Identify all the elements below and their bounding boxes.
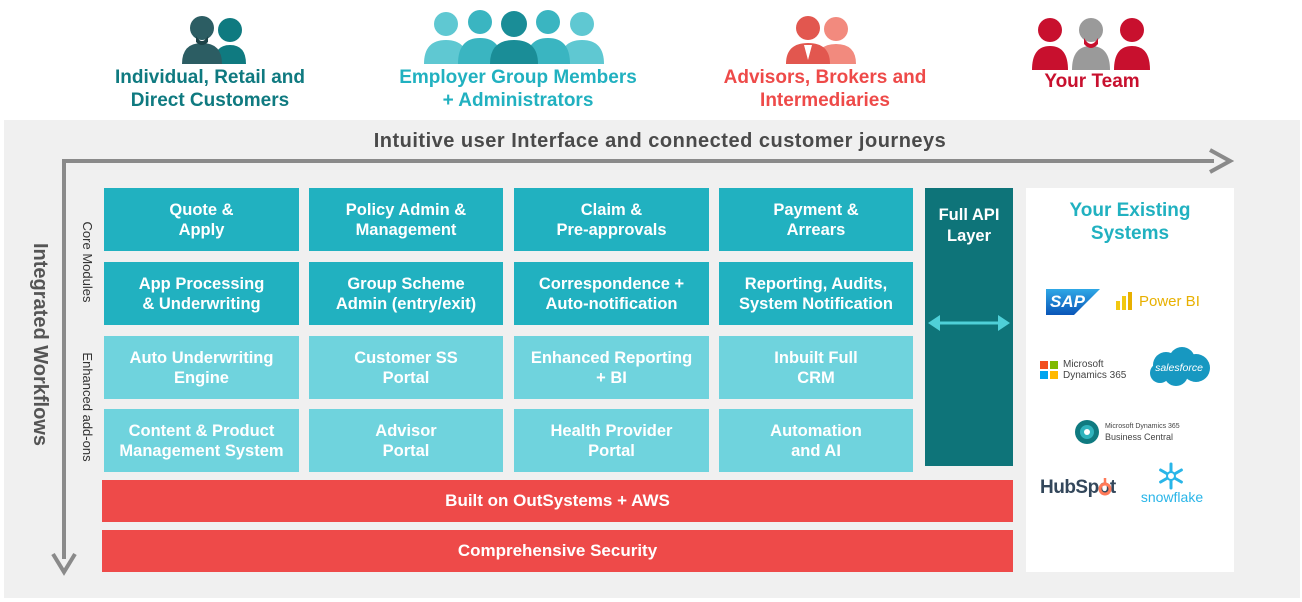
enhanced-addons-label: Enhanced add-ons xyxy=(80,352,95,462)
module-quote-apply: Quote & Apply xyxy=(104,188,299,251)
persona-advisors-label: Advisors, Brokers and Intermediaries xyxy=(723,67,927,111)
powerbi-logo: Power BI xyxy=(1114,290,1224,312)
persona-employer-label: Employer Group Members + Administrators xyxy=(399,67,637,111)
powerbi-text: Power BI xyxy=(1139,292,1200,310)
powerbi-icon xyxy=(1116,292,1132,310)
existing-systems-title: Your Existing Systems xyxy=(1069,200,1191,244)
business-central-icon xyxy=(1075,420,1099,444)
arrow-right-icon xyxy=(1209,148,1234,174)
business-central-logo: Microsoft Dynamics 365 Business Central xyxy=(1074,418,1194,446)
addon-content-management: Content & Product Management System xyxy=(104,409,299,472)
addon-customer-portal: Customer SS Portal xyxy=(309,336,503,399)
bidirectional-arrow-icon xyxy=(928,315,1010,331)
module-reporting: Reporting, Audits, System Notification xyxy=(719,262,913,325)
integrated-workflows-label: Integrated Workflows xyxy=(29,243,51,446)
journey-title: Intuitive user Interface and connected c… xyxy=(373,130,947,152)
ms-dynamics-logo: Microsoft Dynamics 365 xyxy=(1040,357,1140,383)
module-policy-admin: Policy Admin & Management xyxy=(309,188,503,251)
sap-logo: SAP xyxy=(1046,289,1100,315)
ms-dynamics-line2: Dynamics 365 xyxy=(1063,370,1127,381)
arrow-down-icon xyxy=(51,552,77,576)
employer-group-icon xyxy=(424,10,604,64)
addon-health-provider-portal: Health Provider Portal xyxy=(514,409,709,472)
business-central-line2: Business Central xyxy=(1105,432,1174,442)
security-bar: Comprehensive Security xyxy=(102,530,1013,572)
hubspot-text: HubSpot xyxy=(1040,477,1116,498)
snowflake-icon xyxy=(1159,462,1183,490)
hubspot-sprocket-icon xyxy=(1098,478,1112,496)
addon-automation-ai: Automation and AI xyxy=(719,409,913,472)
salesforce-logo: salesforce xyxy=(1146,345,1212,389)
core-modules-label: Core Modules xyxy=(80,221,95,303)
addon-advisor-portal: Advisor Portal xyxy=(309,409,503,472)
microsoft-icon xyxy=(1040,361,1058,379)
ms-dynamics-line1: Microsoft xyxy=(1063,359,1104,370)
persona-individual-label: Individual, Retail and Direct Customers xyxy=(114,67,306,111)
individual-customers-icon xyxy=(182,16,246,64)
addon-crm: Inbuilt Full CRM xyxy=(719,336,913,399)
salesforce-text: salesforce xyxy=(1155,362,1203,374)
module-group-scheme: Group Scheme Admin (entry/exit) xyxy=(309,262,503,325)
snowflake-text: snowflake xyxy=(1140,489,1204,505)
journey-axis xyxy=(62,159,1214,163)
persona-your-team-label: Your Team xyxy=(1044,71,1140,92)
addon-auto-underwriting: Auto Underwriting Engine xyxy=(104,336,299,399)
advisors-icon xyxy=(786,16,856,64)
business-central-line1: Microsoft Dynamics 365 xyxy=(1105,423,1180,430)
module-claim: Claim & Pre-approvals xyxy=(514,188,709,251)
module-payment: Payment & Arrears xyxy=(719,188,913,251)
hubspot-logo: HubSpot xyxy=(1040,476,1120,500)
module-correspondence: Correspondence + Auto-notification xyxy=(514,262,709,325)
module-app-processing: App Processing & Underwriting xyxy=(104,262,299,325)
built-on-bar: Built on OutSystems + AWS xyxy=(102,480,1013,522)
sap-text: SAP xyxy=(1050,292,1085,311)
addon-enhanced-reporting: Enhanced Reporting + BI xyxy=(514,336,709,399)
workflow-axis xyxy=(62,159,66,559)
your-team-icon xyxy=(1032,18,1150,70)
